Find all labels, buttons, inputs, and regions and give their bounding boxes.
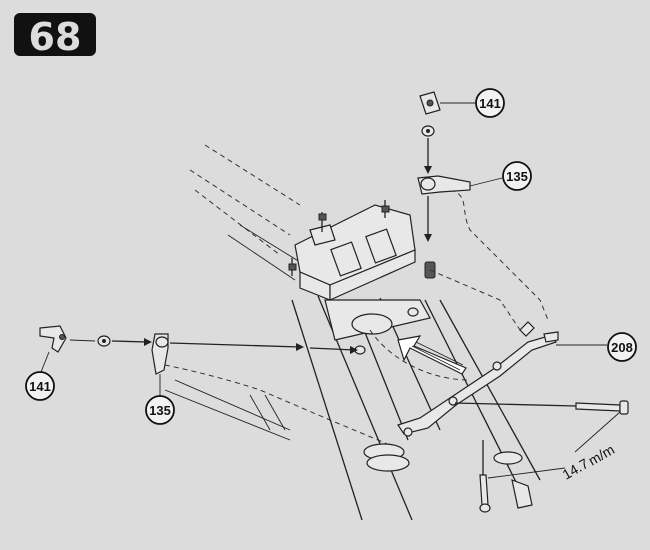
- measurement-unit: m/m: [586, 441, 618, 468]
- callout-label: 135: [506, 169, 528, 184]
- callout-135-left: 135: [145, 395, 175, 425]
- callout-label: 141: [29, 379, 51, 394]
- callout-141-left: 141: [25, 371, 55, 401]
- left-clamp-assembly: [39, 325, 358, 398]
- bolts: [454, 400, 629, 513]
- fork-legs: [291, 295, 541, 521]
- routing-outline: [164, 189, 549, 446]
- callout-label: 141: [479, 96, 501, 111]
- direction-arrow: [397, 335, 467, 375]
- callout-135-top: 135: [502, 161, 532, 191]
- steering-head: [288, 200, 436, 355]
- bracket-208: [397, 321, 559, 437]
- callout-label: 135: [149, 403, 171, 418]
- frame-tubes: [164, 144, 301, 441]
- page-number: 68: [29, 15, 82, 59]
- dimension-leaders: [487, 411, 621, 479]
- page-number-badge: 68: [14, 13, 96, 59]
- top-clamp-assembly: [417, 91, 503, 242]
- callout-label: 208: [611, 340, 633, 355]
- measurement-value: 14.7: [560, 455, 592, 483]
- callout-141-top: 141: [475, 88, 505, 118]
- callout-208: 208: [607, 332, 637, 362]
